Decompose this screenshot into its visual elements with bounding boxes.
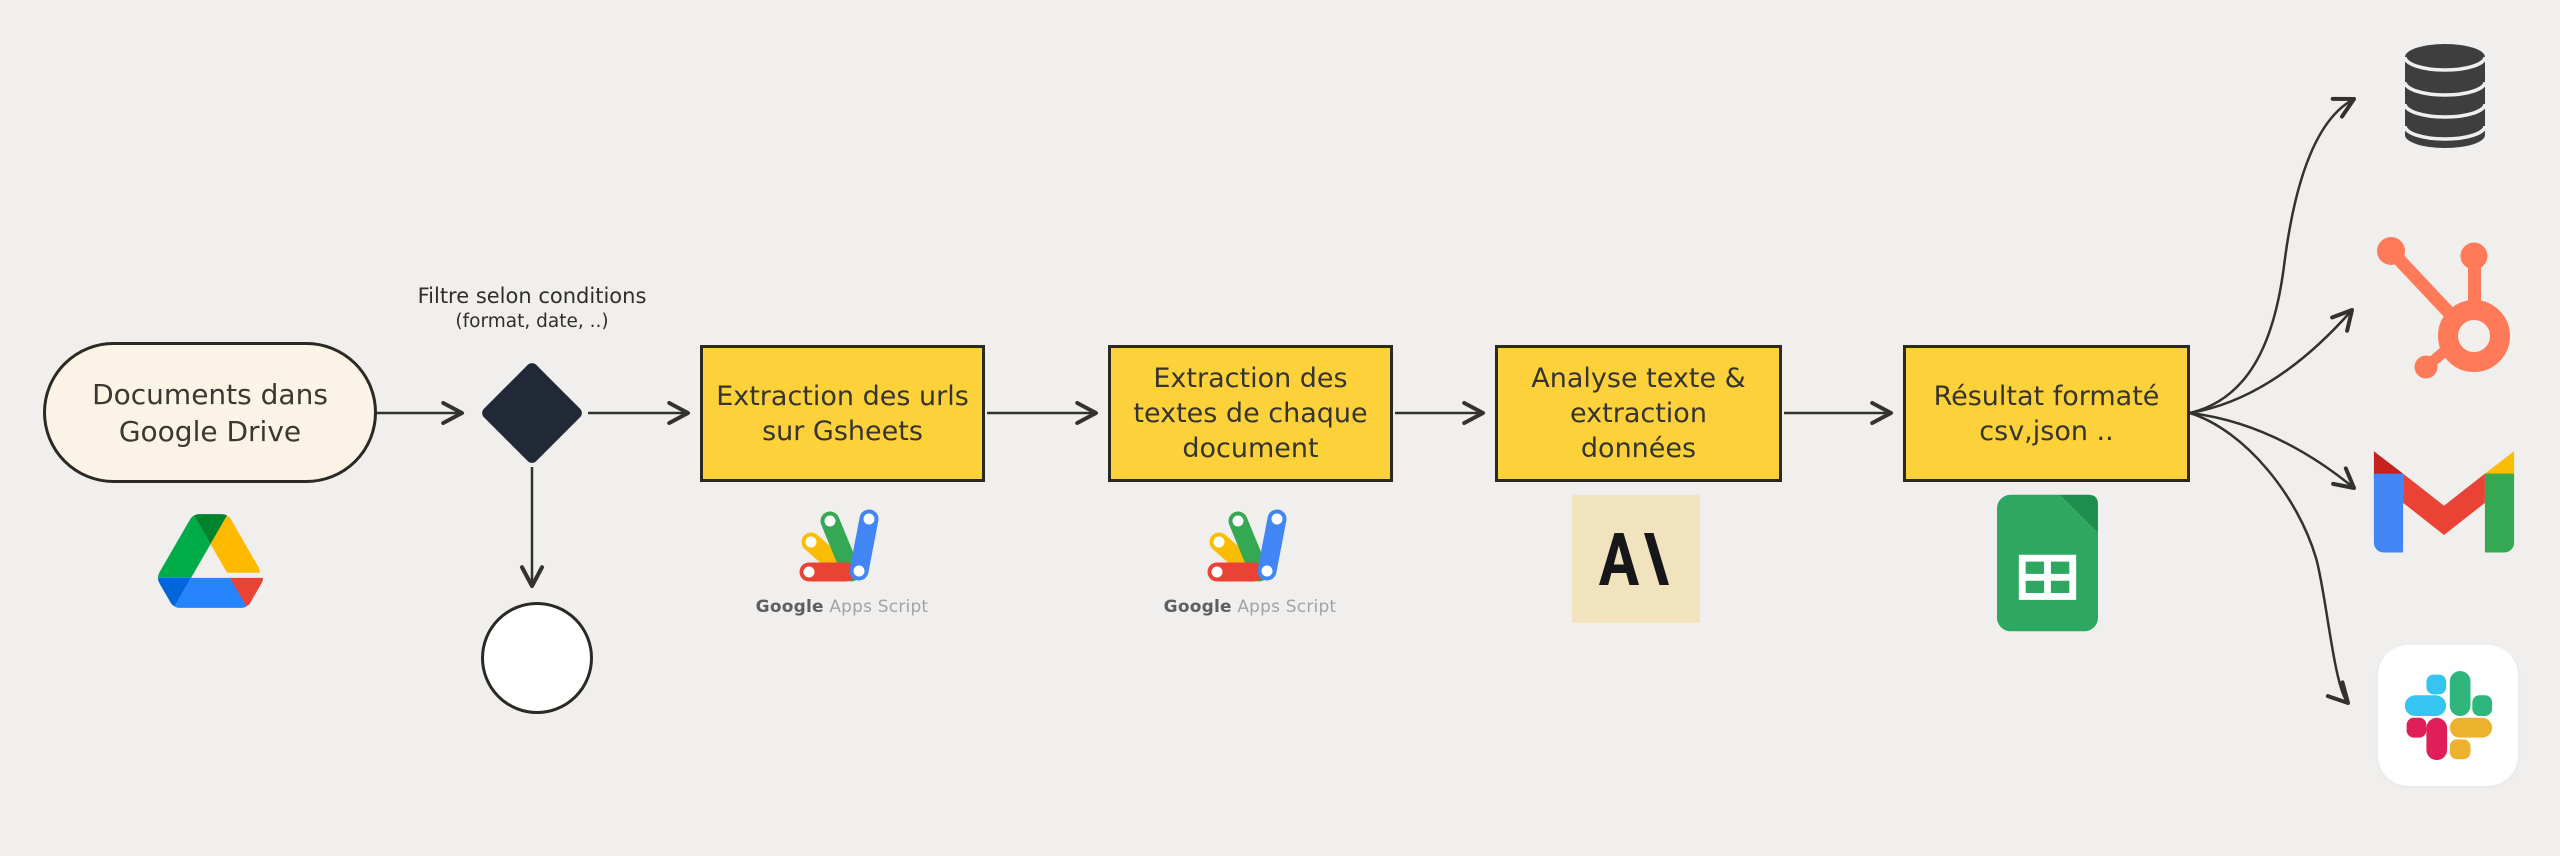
google-sheets-icon[interactable] — [1997, 494, 2098, 632]
node-step-resultat-formate[interactable]: Résultat formaté csv,json .. — [1903, 345, 2190, 482]
slack-glyph — [2404, 670, 2493, 760]
database-icon[interactable] — [2403, 42, 2487, 148]
gmail-icon[interactable] — [2370, 443, 2518, 553]
node-step-analyse-texte[interactable]: Analyse texte & extraction données — [1495, 345, 1782, 482]
apps-script-caption: Google Apps Script — [1100, 597, 1400, 617]
filter-condition-label: Filtre selon conditions (format, date, .… — [377, 283, 687, 334]
arrow-result-to-database — [2189, 96, 2356, 415]
filter-title: Filtre selon conditions — [417, 284, 647, 308]
node-step-extraction-urls[interactable]: Extraction des urls sur Gsheets — [700, 345, 985, 482]
node-documents-google-drive[interactable]: Documents dans Google Drive — [43, 342, 377, 483]
arrow-result-to-gmail — [2189, 411, 2356, 490]
caption-google: Google — [1163, 597, 1232, 617]
node-step-extraction-textes[interactable]: Extraction des textes de chaque document — [1108, 345, 1393, 482]
google-apps-script-icon[interactable] — [794, 505, 890, 589]
hubspot-icon[interactable] — [2374, 232, 2514, 384]
arrow-result-to-hubspot — [2189, 308, 2354, 415]
anthropic-icon[interactable] — [1572, 495, 1700, 623]
google-drive-icon[interactable] — [158, 514, 263, 608]
node-terminator-circle[interactable] — [481, 602, 593, 714]
filter-subtitle: (format, date, ..) — [455, 311, 609, 332]
anthropic-glyph — [1599, 533, 1669, 585]
caption-apps-script: Apps Script — [823, 597, 929, 617]
caption-apps-script: Apps Script — [1231, 597, 1337, 617]
google-apps-script-icon[interactable] — [1202, 505, 1298, 589]
arrow-result-to-slack — [2189, 411, 2350, 705]
node-filter-decision-diamond[interactable] — [479, 360, 585, 466]
apps-script-caption: Google Apps Script — [692, 597, 992, 617]
slack-icon[interactable] — [2378, 645, 2518, 786]
caption-google: Google — [755, 597, 824, 617]
